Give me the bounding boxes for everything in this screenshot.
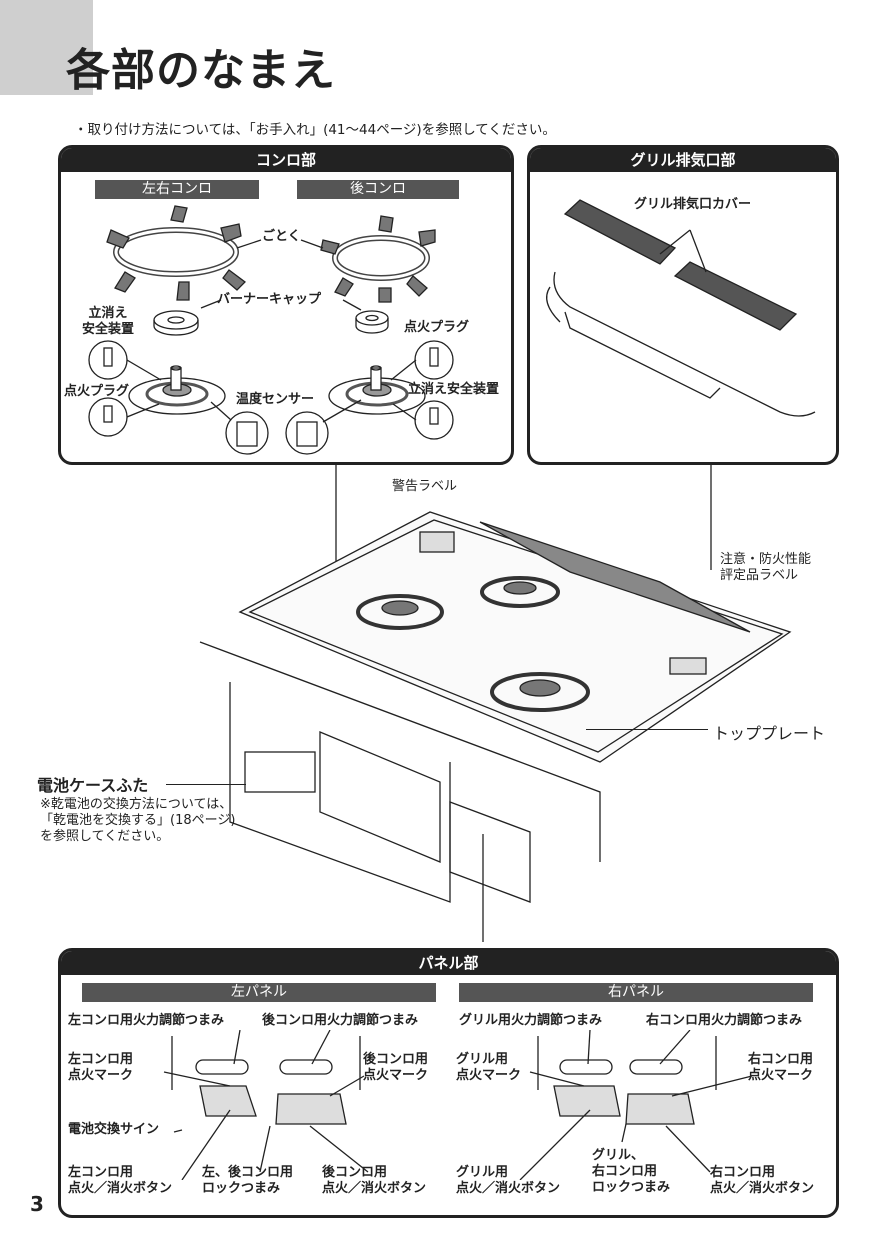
stove-illustration	[199, 462, 792, 942]
label-rear-mark-line2: 点火マーク	[363, 1068, 429, 1083]
label-right-mark-line1: 右コンロ用	[748, 1052, 814, 1067]
label-right-lock: グリル、 右コンロ用 ロックつまみ	[592, 1148, 670, 1196]
konro-header: コンロ部	[61, 148, 511, 172]
battery-note-line3: を参照してください。	[40, 829, 170, 844]
label-right-button-line1: 右コンロ用	[710, 1165, 776, 1180]
page-number: 3	[30, 1192, 44, 1216]
label-rear-button: 後コンロ用 点火／消火ボタン	[322, 1165, 426, 1197]
label-caution: 注意・防火性能 評定品ラベル	[720, 552, 811, 584]
label-tenka-plug-right: 点火プラグ	[404, 320, 470, 335]
label-left-lock-line2: ロックつまみ	[202, 1181, 281, 1196]
label-tachikie-line1: 立消え	[88, 306, 128, 321]
grill-illustration	[546, 199, 816, 417]
corner-tab	[0, 0, 93, 95]
label-grill-button: グリル用 点火／消火ボタン	[456, 1165, 560, 1197]
panel-header: パネル部	[61, 951, 836, 975]
label-right-button: 右コンロ用 点火／消火ボタン	[710, 1165, 814, 1197]
battery-cover-leader	[166, 784, 246, 785]
panel-sub-left: 左パネル	[82, 983, 436, 1002]
label-left-lock-line1: 左、後コンロ用	[202, 1165, 294, 1180]
label-rear-mark-line1: 後コンロ用	[363, 1052, 429, 1067]
label-grill-mark-line2: 点火マーク	[456, 1068, 522, 1083]
gotoku-left-illustration	[106, 205, 246, 301]
label-right-lock-line3: ロックつまみ	[592, 1180, 671, 1195]
label-battery-sign: 電池交換サイン	[68, 1122, 160, 1137]
label-rear-knob: 後コンロ用火力調節つまみ	[262, 1013, 419, 1028]
label-rear-mark: 後コンロ用 点火マーク	[363, 1052, 428, 1084]
install-note: ・取り付け方法については、「お手入れ」(41〜44ページ)を参照してください。	[74, 122, 556, 138]
label-top-plate: トッププレート	[713, 724, 826, 743]
label-right-button-line2: 点火／消火ボタン	[710, 1181, 815, 1196]
label-tachikie: 立消え 安全装置	[82, 306, 134, 338]
gotoku-right-illustration	[320, 215, 436, 303]
label-burner-cap: バーナーキャップ	[217, 292, 322, 307]
battery-note-line2: 「乾電池を交換する」(18ページ)	[40, 813, 236, 828]
label-left-mark-line1: 左コンロ用	[68, 1052, 134, 1067]
label-left-mark-line2: 点火マーク	[68, 1068, 134, 1083]
label-grill-knob: グリル用火力調節つまみ	[459, 1013, 603, 1028]
panel-sub-right: 右パネル	[459, 983, 813, 1002]
label-rear-button-line2: 点火／消火ボタン	[322, 1181, 427, 1196]
label-caution-line2: 評定品ラベル	[720, 568, 799, 583]
label-right-knob: 右コンロ用火力調節つまみ	[646, 1013, 803, 1028]
label-left-button: 左コンロ用 点火／消火ボタン	[68, 1165, 172, 1197]
label-tenka-plug-left: 点火プラグ	[64, 384, 130, 399]
label-left-knob: 左コンロ用火力調節つまみ	[68, 1013, 225, 1028]
label-grill-mark: グリル用 点火マーク	[456, 1052, 521, 1084]
label-left-button-line2: 点火／消火ボタン	[68, 1181, 173, 1196]
label-right-mark: 右コンロ用 点火マーク	[748, 1052, 813, 1084]
label-left-mark: 左コンロ用 点火マーク	[68, 1052, 133, 1084]
konro-illustration	[88, 205, 454, 455]
label-left-lock: 左、後コンロ用 ロックつまみ	[202, 1165, 293, 1197]
page-title: 各部のなまえ	[66, 45, 336, 96]
label-grill-button-line2: 点火／消火ボタン	[456, 1181, 561, 1196]
label-battery-cover: 電池ケースふた	[37, 776, 149, 795]
label-warning: 警告ラベル	[392, 479, 458, 494]
label-right-mark-line2: 点火マーク	[748, 1068, 814, 1083]
label-caution-line1: 注意・防火性能	[720, 552, 812, 567]
label-right-lock-line2: 右コンロ用	[592, 1164, 658, 1179]
label-gotoku: ごとく	[262, 229, 301, 244]
label-grill-mark-line1: グリル用	[456, 1052, 509, 1067]
label-ondo-sensor: 温度センサー	[236, 392, 315, 407]
label-rear-button-line1: 後コンロ用	[322, 1165, 388, 1180]
label-left-button-line1: 左コンロ用	[68, 1165, 134, 1180]
label-tachikie-line2: 安全装置	[82, 322, 135, 337]
label-right-lock-line1: グリル、	[592, 1148, 645, 1163]
battery-note: ※乾電池の交換方法については、 「乾電池を交換する」(18ページ) を参照してく…	[40, 797, 235, 845]
top-plate-leader	[586, 729, 708, 730]
label-grill-button-line1: グリル用	[456, 1165, 509, 1180]
label-tachikie-right: 立消え安全装置	[408, 382, 500, 397]
grill-section: グリル排気口部	[527, 145, 839, 465]
panel-illustration	[163, 1030, 753, 1180]
grill-header: グリル排気口部	[530, 148, 836, 172]
konro-sub-left: 左右コンロ	[95, 180, 259, 199]
battery-note-line1: ※乾電池の交換方法については、	[40, 797, 233, 812]
label-grill-cover: グリル排気口カバー	[634, 197, 752, 212]
konro-sub-right: 後コンロ	[297, 180, 459, 199]
